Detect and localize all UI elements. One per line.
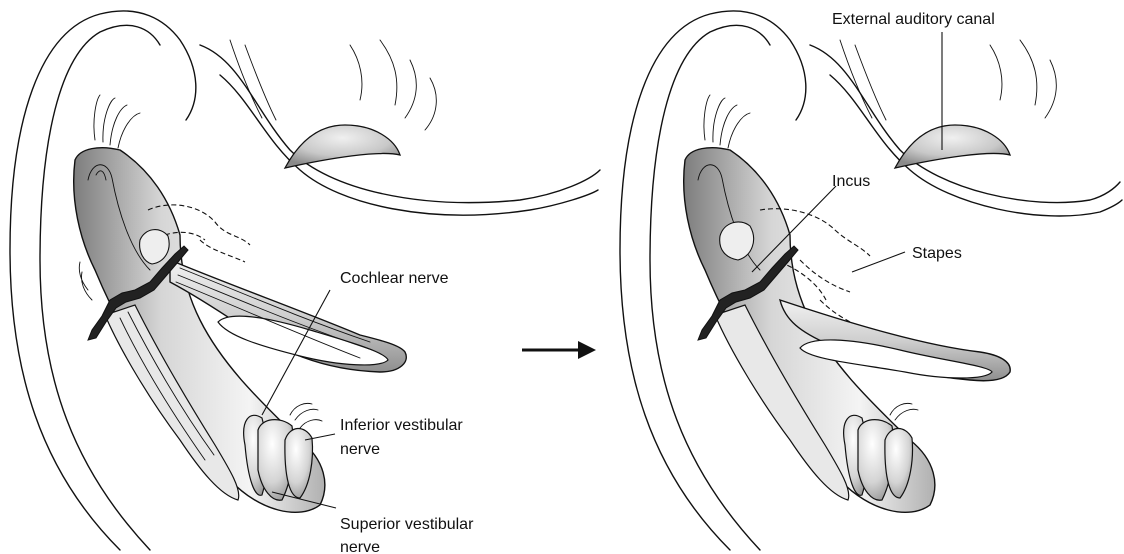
canal-hatching <box>230 40 436 130</box>
eardrum-right <box>895 125 1010 168</box>
eardrum <box>285 125 400 168</box>
left-panel: Cochlear nerve Inferior vestibular nerve… <box>10 11 600 554</box>
right-arrow-icon <box>522 341 596 359</box>
leader-stapes <box>852 252 905 272</box>
label-incus: Incus <box>832 173 870 190</box>
label-inferior-vestibular: Inferior vestibular <box>340 417 463 434</box>
label-superior-vestibular-line2: nerve <box>340 539 380 554</box>
label-superior-vestibular: Superior vestibular <box>340 516 474 533</box>
canal-contour-inner <box>220 75 598 215</box>
label-cochlear-nerve: Cochlear nerve <box>340 270 449 287</box>
hair-tuft-right <box>704 95 750 148</box>
label-inferior-vestibular-line2: nerve <box>340 441 380 458</box>
label-external-auditory-canal: External auditory canal <box>832 11 995 28</box>
label-stapes: Stapes <box>912 245 962 262</box>
right-panel: External auditory canal Incus Stapes <box>620 11 1122 550</box>
canal-hatching-right <box>840 40 1056 120</box>
